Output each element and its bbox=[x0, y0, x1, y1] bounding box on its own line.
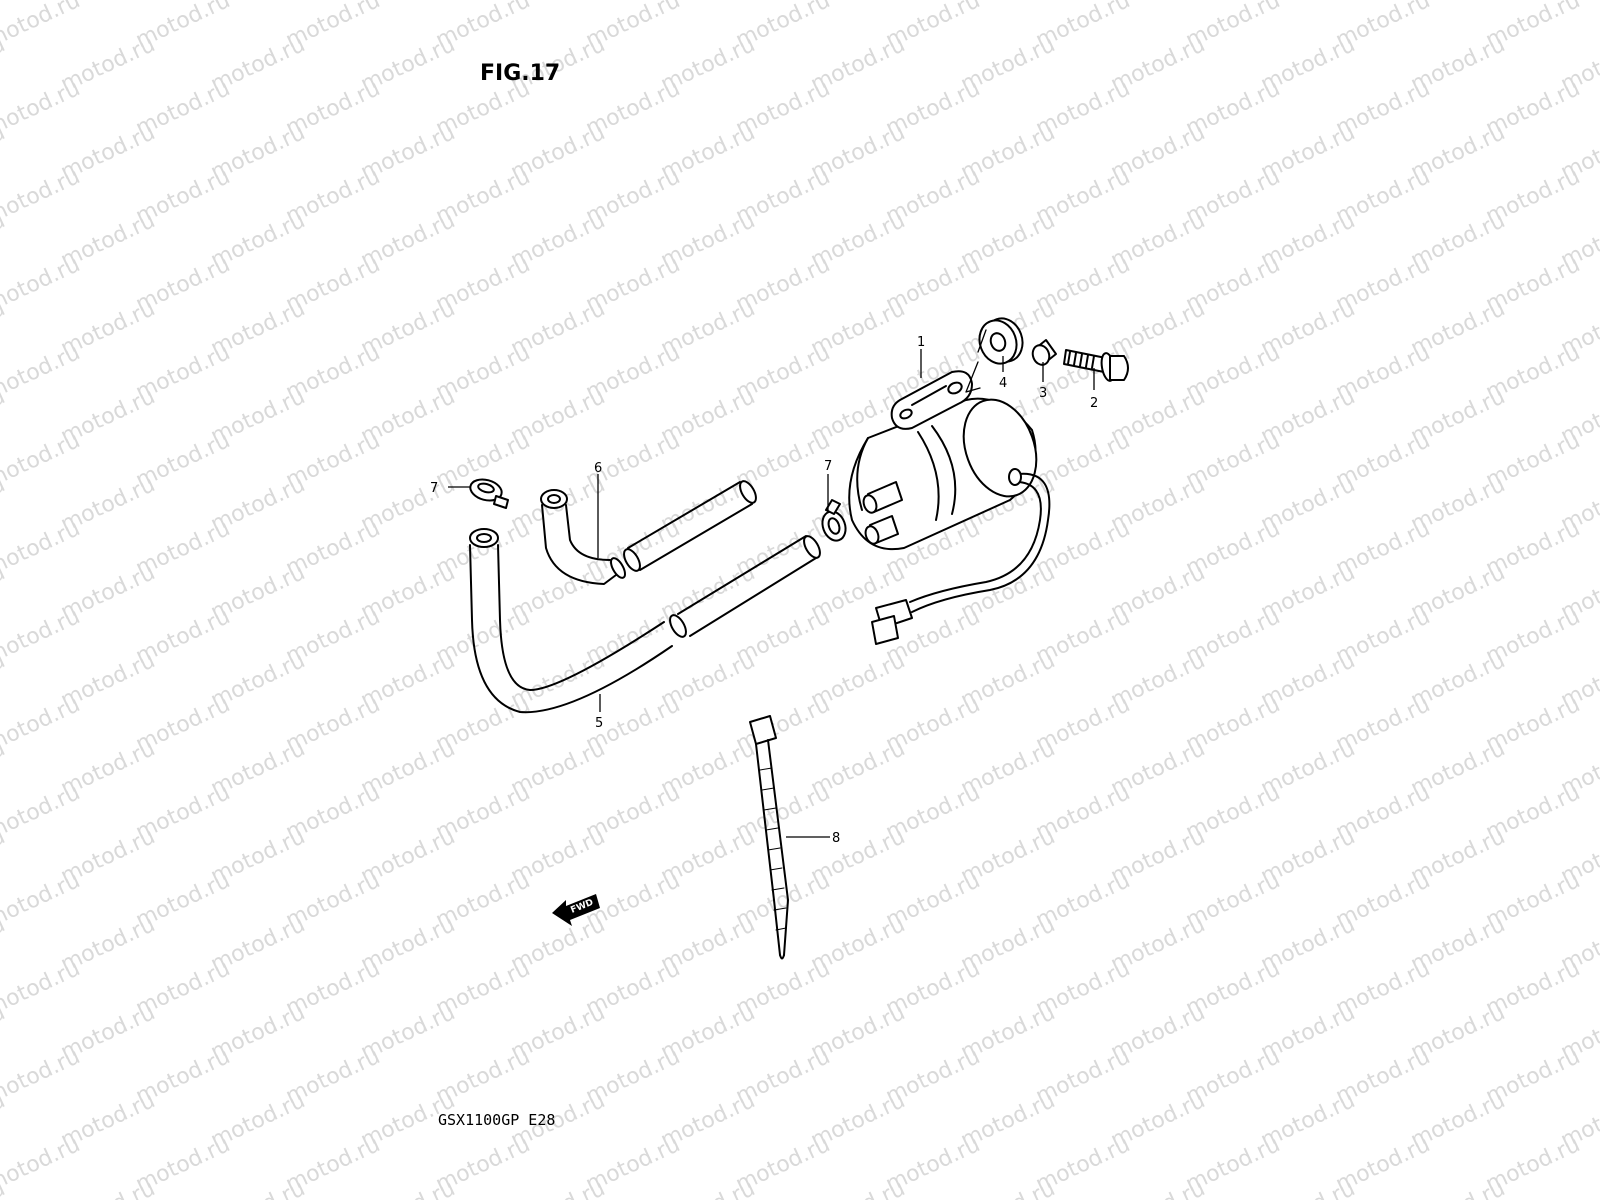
watermark-text: motod.ru bbox=[1407, 1176, 1509, 1200]
model-code: GSX1100GP E28 bbox=[438, 1111, 555, 1129]
watermark-text: motod.ru bbox=[957, 1176, 1059, 1200]
watermark-text: motod.ru bbox=[0, 0, 9, 9]
callout-4: 4 bbox=[999, 376, 1007, 391]
watermark-text: motod.ru bbox=[0, 1044, 84, 1109]
watermark-text: motod.ru bbox=[0, 956, 84, 1021]
watermark-text: motod.ru bbox=[0, 252, 84, 317]
callout-5: 5 bbox=[595, 716, 603, 731]
watermark-text: motod.ru bbox=[0, 0, 84, 53]
spacer bbox=[1031, 339, 1057, 366]
hose-short bbox=[540, 480, 757, 585]
fwd-arrow-icon: FWD bbox=[552, 894, 600, 926]
watermark-text: motod.ru bbox=[207, 1176, 309, 1200]
watermark-text: motod.ru bbox=[0, 340, 84, 405]
clamp-left bbox=[469, 478, 509, 509]
watermark-text: motod.ru bbox=[0, 164, 84, 229]
clamp-right bbox=[821, 499, 847, 542]
callout-3: 3 bbox=[1039, 386, 1047, 401]
callout-8: 8 bbox=[832, 831, 840, 846]
watermark-text: motod.ru bbox=[1557, 1176, 1600, 1200]
callout-7-right: 7 bbox=[824, 459, 832, 474]
watermark-text: motod.ru bbox=[357, 1176, 459, 1200]
watermark-text: motod.ru bbox=[0, 692, 84, 757]
cushion bbox=[978, 317, 1024, 365]
watermark-text: motod.ru bbox=[657, 1176, 759, 1200]
callout-7-left: 7 bbox=[430, 481, 438, 496]
bolt bbox=[1063, 349, 1129, 382]
watermark-text: motod.ru bbox=[0, 868, 84, 933]
callout-2: 2 bbox=[1090, 396, 1098, 411]
watermark-text: motod.ru bbox=[0, 516, 84, 581]
watermark-text: motod.ru bbox=[57, 1176, 159, 1200]
watermark-text: motod.ru bbox=[0, 1132, 84, 1197]
watermark-text: motod.ru bbox=[0, 604, 84, 669]
watermark-text: motod.ru bbox=[0, 428, 84, 493]
watermark-text: motod.ru bbox=[507, 1176, 609, 1200]
cable-tie bbox=[749, 715, 789, 960]
watermark-text: motod.ru bbox=[0, 780, 84, 845]
fuel-pump bbox=[848, 370, 1051, 645]
callout-1: 1 bbox=[917, 335, 925, 350]
hose-long bbox=[469, 528, 821, 714]
figure-title: FIG.17 bbox=[480, 61, 560, 86]
watermark-text: motod.ru bbox=[0, 76, 84, 141]
callout-6: 6 bbox=[594, 461, 602, 476]
watermark-text: motod.ru bbox=[1107, 1176, 1209, 1200]
watermark-text: motod.ru bbox=[1257, 1176, 1359, 1200]
watermark-text: motod.ru bbox=[807, 1176, 909, 1200]
